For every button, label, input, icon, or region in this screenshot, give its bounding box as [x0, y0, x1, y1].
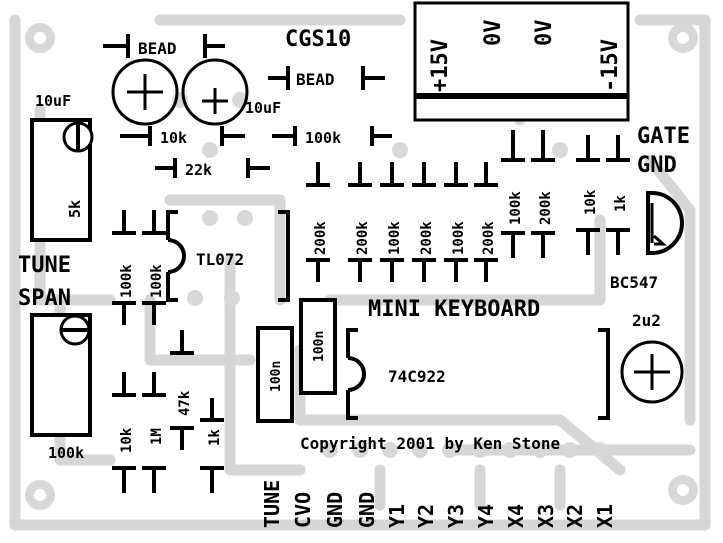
span-label: SPAN — [18, 286, 71, 311]
ladder-resistor-1-label: 200k — [355, 221, 371, 255]
pin-label-y1: Y1 — [385, 504, 409, 528]
resistor-22k-label: 22k — [185, 161, 212, 179]
resistor-100k-b-label: 100k — [149, 264, 165, 298]
resistor-100k-top-outline — [272, 126, 392, 146]
bead-2-outline — [268, 66, 385, 90]
resistor-47k-label: 47k — [177, 390, 193, 416]
ladder-resistor-5-outline — [474, 162, 498, 282]
pin-label-y4: Y4 — [474, 504, 498, 528]
trimpot-tune-outline — [30, 118, 94, 242]
resistor-100k-c-label: 100k — [508, 191, 524, 225]
resistor-1k-bottom-outline — [200, 398, 224, 493]
resistor-10k-bottom-label: 10k — [119, 427, 135, 453]
component-pads — [172, 92, 608, 458]
resistor-200k-a-outline — [306, 162, 330, 282]
ladder-resistor-4-label: 100k — [451, 221, 467, 255]
section-label: MINI KEYBOARD — [368, 297, 540, 322]
resistor-200k-a-label: 200k — [313, 221, 329, 255]
resistor-200k-b-label: 200k — [538, 191, 554, 225]
cap-100n-b-outline — [299, 298, 337, 395]
resistor-47k-outline — [170, 330, 194, 450]
resistor-1k-bottom-label: 1k — [207, 429, 223, 446]
pin-label-y3: Y3 — [444, 504, 468, 528]
pin-label-x2: X2 — [563, 504, 587, 528]
encoder-74c922-outline — [346, 328, 610, 420]
transistor-bc547-outline — [646, 191, 684, 255]
pin-label-gnd-1: GND — [323, 492, 347, 528]
pin-label-x4: X4 — [504, 504, 528, 528]
pin-label-0v-1: 0V — [481, 20, 506, 47]
resistor-200k-b-outline — [531, 130, 555, 258]
resistor-100k-top-label: 100k — [305, 129, 341, 147]
resistor-1k-q-outline — [606, 135, 630, 255]
pin-label-plus15v: +15V — [428, 39, 453, 92]
ladder-resistor-4-outline — [444, 162, 468, 282]
resistor-10k-bottom-outline — [112, 372, 136, 493]
resistor-100k-b-outline — [142, 210, 166, 325]
resistor-10k-q-label: 10k — [583, 189, 599, 215]
trimpot-span-value: 100k — [48, 444, 84, 462]
ladder-resistor-2-label: 100k — [387, 221, 403, 255]
ladder-resistor-3-outline — [412, 162, 436, 282]
resistor-1m-outline — [142, 372, 166, 493]
cap-10uf-1-outline — [111, 58, 179, 126]
ladder-resistor-5-label: 200k — [481, 221, 497, 255]
cap-10uf-2-label: 10uF — [245, 99, 281, 117]
pin-label-x1: X1 — [593, 504, 617, 528]
power-connector — [413, 1, 630, 122]
gate-label: GATE — [637, 124, 690, 149]
cap-100n-a-label: 100n — [269, 361, 284, 392]
trimpot-tune-value: 5k — [66, 200, 84, 218]
opamp-tl072-label: TL072 — [196, 250, 244, 269]
pin-label-x3: X3 — [534, 504, 558, 528]
tune-label: TUNE — [18, 253, 71, 278]
cap-100n-a-outline — [256, 326, 294, 423]
resistor-100k-c-outline — [501, 130, 525, 258]
pin-label-minus15v: -15V — [598, 39, 623, 92]
encoder-74c922-label: 74C922 — [388, 367, 446, 386]
resistor-1m-label: 1M — [149, 428, 165, 445]
copyright-text: Copyright 2001 by Ken Stone — [300, 434, 560, 453]
ladder-resistor-2-outline — [380, 162, 404, 282]
board-title: CGS10 — [285, 27, 351, 52]
gnd-label: GND — [637, 153, 677, 178]
ladder-resistor-1-outline — [348, 162, 372, 282]
cap-10uf-2-outline — [181, 58, 249, 126]
bead-1-outline — [103, 34, 225, 58]
pin-label-tune: TUNE — [260, 480, 284, 528]
ladder-resistor-3-label: 200k — [419, 221, 435, 255]
opamp-tl072-outline — [166, 210, 290, 302]
cap-10uf-1-label: 10uF — [35, 92, 71, 110]
cap-2u2-label: 2u2 — [632, 311, 661, 330]
transistor-bc547-label: BC547 — [610, 273, 658, 292]
pin-label-cvo: CVO — [291, 492, 315, 528]
bead-1-label: BEAD — [138, 39, 177, 58]
resistor-22k-outline — [155, 158, 270, 178]
mounting-holes — [25, 23, 698, 510]
resistor-100k-a-outline — [112, 210, 136, 325]
pin-label-gnd-2: GND — [355, 492, 379, 528]
bead-2-label: BEAD — [296, 70, 335, 89]
resistor-1k-q-label: 1k — [613, 195, 629, 212]
trimpot-span-outline — [30, 313, 92, 437]
pin-label-y2: Y2 — [414, 504, 438, 528]
pin-label-0v-2: 0V — [532, 20, 557, 47]
resistor-10k-top-outline — [120, 126, 245, 146]
resistor-10k-q-outline — [576, 135, 600, 255]
resistor-10k-top-label: 10k — [160, 129, 187, 147]
cap-2u2-outline — [620, 340, 684, 404]
resistor-100k-a-label: 100k — [119, 264, 135, 298]
cap-100n-b-label: 100n — [312, 331, 327, 362]
